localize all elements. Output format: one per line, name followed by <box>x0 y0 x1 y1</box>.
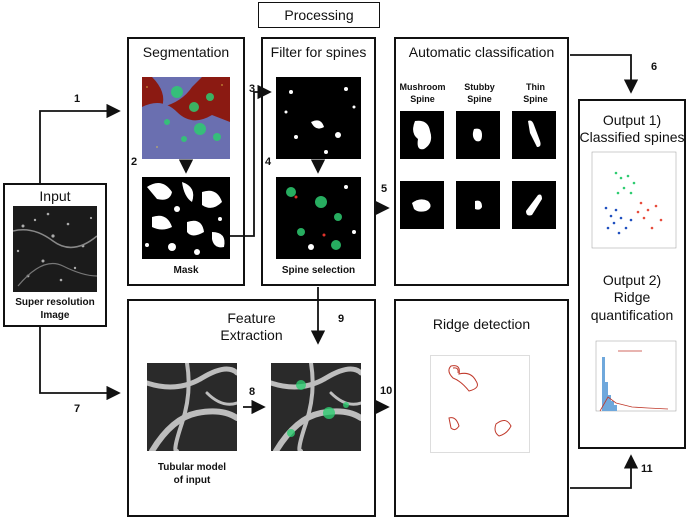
tubular-model-image <box>147 363 237 451</box>
feature-caption-line2: of input <box>173 475 211 486</box>
segmentation-title: Segmentation <box>142 44 230 60</box>
ridge-detection-image <box>430 355 530 453</box>
input-title: Input <box>39 188 71 204</box>
mushroom-spine-2 <box>400 181 444 229</box>
thin-label-line2: Spine <box>523 94 548 104</box>
processing-header-box <box>258 2 380 28</box>
step-9-label: 9 <box>338 313 345 325</box>
tubular-model-spines-image <box>271 363 361 451</box>
step-6-label: 6 <box>651 61 658 73</box>
processing-header-title: Processing <box>284 7 354 23</box>
stubby-spine-2 <box>456 181 500 229</box>
filter-spines-image <box>276 77 361 159</box>
thin-label-line1: Thin <box>526 82 545 92</box>
output2-line2: Ridge <box>613 289 651 305</box>
step-7-label: 7 <box>74 403 81 415</box>
feature-title-line2: Extraction <box>220 327 283 343</box>
filter-title: Filter for spines <box>270 44 367 60</box>
output1-line1: Output 1) <box>602 112 662 128</box>
stubby-spine-1 <box>456 111 500 159</box>
step-1-label: 1 <box>74 93 81 105</box>
output2-line1: Output 2) <box>602 272 662 288</box>
thin-spine-1 <box>512 111 556 159</box>
segmentation-mask-image <box>142 177 230 259</box>
mushroom-label-line2: Spine <box>410 94 435 104</box>
output2-line3: quantification <box>590 307 674 323</box>
input-caption-line2: Image <box>40 310 70 321</box>
filter-caption: Spine selection <box>281 265 356 276</box>
classified-spines-scatter-image <box>586 148 678 258</box>
segmentation-overlay-image <box>142 77 230 159</box>
step-10-label: 10 <box>380 385 393 397</box>
step-8-label: 8 <box>249 386 256 398</box>
step-11-label: 11 <box>641 463 653 475</box>
step-4-label: 4 <box>265 156 272 168</box>
stubby-label-line1: Stubby <box>464 82 495 92</box>
feature-title-line1: Feature <box>227 310 276 326</box>
mushroom-label-line1: Mushroom <box>399 82 446 92</box>
classification-box <box>394 37 569 286</box>
classification-title: Automatic classification <box>408 44 555 60</box>
stubby-label-line2: Spine <box>467 94 492 104</box>
input-super-resolution-image <box>13 206 97 292</box>
ridge-quantification-histogram-image <box>588 337 678 417</box>
mushroom-spine-1 <box>400 111 444 159</box>
thin-spine-2 <box>512 181 556 229</box>
step-2-label: 2 <box>131 156 138 168</box>
ridge-title: Ridge detection <box>432 316 531 332</box>
step-3-label: 3 <box>249 83 256 95</box>
segmentation-caption: Mask <box>173 265 199 276</box>
output1-line2: Classified spines <box>579 129 685 145</box>
input-caption-line1: Super resolution <box>15 297 95 308</box>
feature-caption-line1: Tubular model <box>157 462 227 473</box>
step-5-label: 5 <box>381 183 388 195</box>
filter-spine-selection-image <box>276 177 361 259</box>
